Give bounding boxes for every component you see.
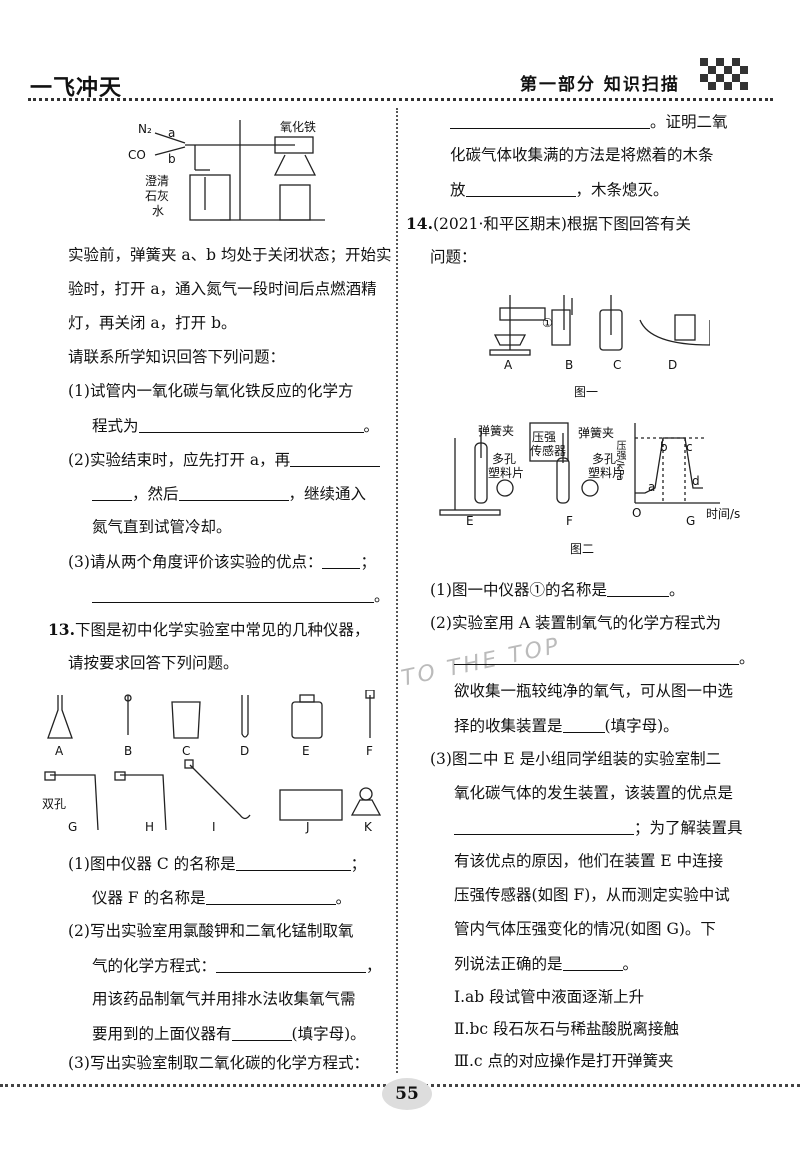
answer-3: (3)图二中 E 是小组同学组装的实验室制二: [430, 750, 722, 768]
answer-line-1: 程式为。: [92, 417, 380, 435]
pressure-sensor-label-1: 压强: [532, 430, 557, 444]
sub-question-1: (1)图中仪器 C 的名称是；: [68, 855, 367, 873]
sub-question-2b: 气的化学方程式：，: [92, 957, 382, 975]
sub-question-2d: 要用到的上面仪器有(填字母)。: [92, 1025, 366, 1043]
sub-question-1b: 仪器 F 的名称是。: [92, 889, 352, 907]
question-1: (1)试管内一氧化碳与氧化铁反应的化学方: [68, 382, 354, 400]
answer-line-co2: 。证明二氧: [450, 114, 728, 131]
instrument-label-i: I: [212, 820, 216, 834]
fig1-label-b: B: [565, 358, 574, 372]
iron-oxide-label: 氧化铁: [280, 120, 317, 134]
text-line: 有该优点的原因，他们在装置 E 中连接: [454, 852, 724, 870]
instrument-label-e: E: [302, 744, 310, 758]
question-2: (2)实验结束时，应先打开 a，再: [68, 452, 381, 469]
fig2-label-g: G: [686, 514, 696, 528]
limewater-label-1: 澄清: [145, 174, 170, 188]
sub-question-2: (2)写出实验室用氯酸钾和二氧化锰制取氧: [68, 922, 354, 940]
instrument-1-marker: ①: [542, 316, 553, 330]
instrument-label-a: A: [55, 744, 64, 758]
instrument-label-k: K: [364, 820, 372, 834]
valve-a-label: a: [168, 126, 176, 140]
porous-plate-label-f1: 多孔: [592, 452, 617, 466]
porous-plate-label-e1: 多孔: [492, 452, 517, 466]
text-line: 请联系所学知识回答下列问题：: [68, 348, 286, 366]
instrument-label-h: H: [145, 820, 155, 834]
figure-2-apparatus-and-graph: [439, 422, 720, 516]
limewater-label-3: 水: [152, 204, 165, 218]
answer-line-3: 。: [92, 588, 390, 605]
option-3: Ⅲ.c 点的对应操作是打开弹簧夹: [454, 1052, 674, 1070]
header-divider: [28, 98, 773, 101]
double-hole-label: 双孔: [42, 797, 67, 811]
text-line: 灯，再关闭 a，打开 b。: [68, 314, 237, 332]
instrument-label-d: D: [240, 744, 250, 758]
answer-line-place: 放，木条熄灭。: [450, 181, 669, 199]
answer-2: (2)实验室用 A 装置制氧气的化学方程式为: [430, 614, 722, 632]
text-line: 管内气体压强变化的情况(如图 G)。下: [454, 920, 716, 938]
porous-plate-label-f2: 塑料片: [588, 466, 625, 480]
point-d-label: d: [692, 474, 700, 488]
question-3: (3)请从两个角度评价该实验的优点：；: [68, 553, 376, 571]
point-b-label: b: [660, 440, 668, 454]
figure-1-caption: 图一: [574, 385, 599, 399]
valve-b-label: b: [168, 152, 176, 166]
point-a-label: a: [648, 480, 656, 494]
figure-2-caption: 图二: [570, 542, 595, 556]
fig1-label-d: D: [668, 358, 678, 372]
text-line: 用该药品制氧气并用排水法收集氧气需: [92, 990, 356, 1008]
checker-decoration: [700, 58, 748, 90]
figure-1-apparatus: [489, 295, 710, 356]
text-line: 氮气直到试管冷却。: [92, 518, 232, 536]
graph-origin: O: [632, 506, 642, 520]
fig1-label-a: A: [504, 358, 513, 372]
text-line: 氧化碳气体的发生装置，该装置的优点是: [454, 784, 734, 802]
pressure-axis-label: 压强/kPa: [614, 440, 625, 481]
spring-clip-label-e: 弹簧夹: [478, 424, 515, 438]
instrument-label-f: F: [366, 744, 373, 758]
fig2-label-f: F: [566, 514, 573, 528]
text-line: 化碳气体收集满的方法是将燃着的木条: [450, 146, 714, 164]
question-13: 13.下图是初中化学实验室中常见的几种仪器，: [48, 620, 370, 639]
text-line: 欲收集一瓶较纯净的氧气，可从图一中选: [454, 682, 734, 700]
answer-2-line: 。: [454, 650, 755, 667]
question-14: 14.(2021·和平区期末)根据下图回答有关: [406, 214, 691, 233]
text-line: 实验前，弹簧夹 a、b 均处于关闭状态；开始实: [68, 246, 392, 264]
text-line: 请按要求回答下列问题。: [68, 654, 239, 672]
n2-label: N₂: [138, 122, 152, 136]
answer-3-choice: 列说法正确的是。: [454, 955, 639, 973]
answer-1: (1)图一中仪器①的名称是。: [430, 581, 685, 599]
point-c-label: c: [686, 440, 693, 454]
page-number: 55: [382, 1078, 432, 1110]
book-logo: 一飞冲天: [30, 76, 123, 101]
text-line: 压强传感器(如图 F)，从而测定实验中试: [454, 886, 730, 904]
limewater-label-2: 石灰: [145, 189, 170, 203]
option-1: Ⅰ.ab 段试管中液面逐渐上升: [454, 988, 645, 1006]
co-reduction-apparatus-figure: [154, 120, 325, 221]
section-title: 第一部分 知识扫描: [520, 75, 680, 95]
time-axis-label: 时间/s: [706, 507, 741, 521]
instrument-label-g: G: [68, 820, 78, 834]
instrument-label-b: B: [124, 744, 133, 758]
pressure-sensor-label-2: 传感器: [530, 444, 567, 458]
text-line: 验时，打开 a，通入氮气一段时间后点燃酒精: [68, 280, 377, 298]
column-divider: [396, 108, 398, 1073]
co-label: CO: [128, 148, 146, 162]
answer-3-line: ；为了解装置具: [454, 820, 743, 837]
text-line: 问题：: [430, 248, 477, 266]
answer-2-collect: 择的收集装置是(填字母)。: [454, 717, 679, 735]
fig2-label-e: E: [466, 514, 474, 528]
instrument-label-j: J: [306, 820, 310, 834]
option-2: Ⅱ.bc 段石灰石与稀盐酸脱离接触: [454, 1020, 679, 1038]
answer-line-2: ，然后，继续通入: [92, 486, 366, 503]
spring-clip-label-f: 弹簧夹: [578, 426, 615, 440]
fig1-label-c: C: [613, 358, 622, 372]
lab-instruments-figure: [44, 690, 382, 831]
instrument-label-c: C: [182, 744, 191, 758]
porous-plate-label-e2: 塑料片: [488, 466, 525, 480]
sub-question-3: (3)写出实验室制取二氧化碳的化学方程式：: [68, 1054, 369, 1072]
